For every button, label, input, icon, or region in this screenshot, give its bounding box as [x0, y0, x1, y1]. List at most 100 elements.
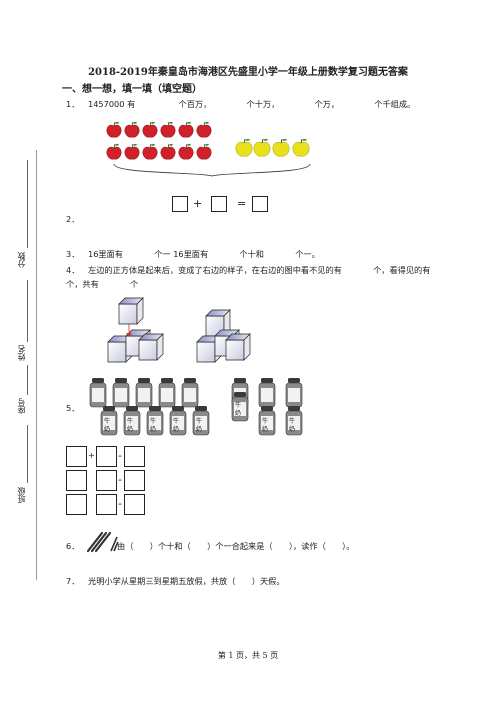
cube-icon: [225, 333, 251, 361]
left-cube-group: [107, 297, 164, 363]
q1-text-5: 个千组成。: [374, 99, 416, 109]
q5-box-3-3[interactable]: [124, 494, 145, 515]
question-4-line-2: 个，共有 个: [66, 278, 138, 290]
apple-icon: [142, 143, 158, 160]
q1-text-4: 个万，: [314, 99, 340, 109]
q5-number: 5．: [66, 403, 80, 413]
question-3: 3． 16里面有 个一 16里面有 个十和 个一。: [66, 248, 320, 260]
jar-label-top: 牛: [150, 417, 156, 425]
name-blank[interactable]: [27, 280, 28, 342]
apple-icon: [196, 143, 212, 160]
score-blank[interactable]: [27, 160, 28, 248]
q5-box-2-2[interactable]: [96, 470, 117, 491]
cube-icon: [118, 297, 144, 325]
q5-box-1-2[interactable]: [96, 446, 117, 467]
q2-plus: +: [193, 197, 203, 210]
red-apples-row-1: [106, 121, 212, 138]
q5-box-3-1[interactable]: [66, 494, 87, 515]
jar-label-top: 牛: [235, 401, 241, 409]
q5-box-3-2[interactable]: [96, 494, 117, 515]
q1-text-1: 有: [127, 99, 136, 109]
q3-number: 3．: [66, 249, 80, 259]
apple-icon: [160, 121, 176, 138]
apple-icon: [178, 121, 194, 138]
milk-jars-illustration: 牛 奶 牛 奶 牛 奶 牛 奶 牛 奶 牛 奶 牛 奶 牛 奶: [89, 377, 303, 436]
jar-label-top: 牛: [127, 417, 133, 425]
class-blank[interactable]: [27, 425, 28, 483]
jar-label-top: 牛: [173, 417, 179, 425]
name-label: 姓名: [17, 345, 26, 361]
red-apples-row-2: [106, 143, 212, 160]
section-heading: 一、想一想，填一填（填空题）: [62, 84, 202, 95]
apple-icon: [106, 143, 122, 160]
q1-number: 1．: [66, 99, 80, 109]
q7-text: 光明小学从星期三到星期五放假，共放（ ）天假。: [88, 576, 285, 586]
q3-text-4: 个一。: [295, 249, 320, 259]
q5-minus-row-2: -: [118, 473, 122, 486]
brace-icon: [113, 163, 311, 177]
yellow-apple-icon: [253, 138, 271, 157]
yellow-apple-icon: [235, 138, 253, 157]
q5-plus-row-1: +: [88, 450, 95, 460]
q5-box-1-3[interactable]: [124, 446, 145, 467]
yellow-apple-icon: [272, 138, 290, 157]
q4-text-2b: 个: [129, 279, 139, 289]
jar-label-top: 牛: [262, 417, 268, 425]
jar-label-bottom: 奶: [289, 425, 295, 433]
apple-icon: [178, 143, 194, 160]
jar-label-bottom: 奶: [104, 425, 110, 433]
q2-box-1[interactable]: [172, 196, 188, 212]
document-title: 2018-2019年秦皇岛市海港区先盛里小学一年级上册数学复习题无答案: [88, 67, 408, 78]
q5-box-2-1[interactable]: [66, 470, 87, 491]
q4-text-1: 左边的正方体是起来后，变成了右边的样子，在右边的图中看不见的有: [88, 265, 342, 275]
yellow-apple-icon: [292, 138, 310, 157]
apple-icon: [160, 143, 176, 160]
apple-icon: [142, 121, 158, 138]
seat-blank[interactable]: [27, 365, 28, 395]
q5-minus-row-3: -: [118, 497, 122, 510]
score-label: 分数: [17, 252, 26, 268]
q4-text-1b: 个，看得见的有: [373, 265, 431, 275]
cubes-illustration: [107, 297, 251, 363]
q1-text-3: 个十万，: [246, 99, 280, 109]
q3-text-1: 16里面有: [88, 249, 123, 259]
q2-box-3[interactable]: [252, 196, 268, 212]
jar-label-bottom: 奶: [127, 425, 133, 433]
page-footer: 第 1 页，共 5 页: [217, 651, 279, 660]
yellow-apples: [235, 138, 310, 157]
q5-minus-row-1: -: [118, 449, 122, 462]
class-label: 班级: [17, 487, 26, 503]
jar-label-top: 牛: [289, 417, 295, 425]
binding-line: [36, 150, 37, 580]
left-jar-group: 牛 奶 牛 奶 牛 奶 牛 奶 牛 奶: [89, 377, 210, 436]
question-7: 7． 光明小学从星期三到星期五放假，共放（ ）天假。: [66, 575, 285, 587]
apple-icon: [196, 121, 212, 138]
jar-label-bottom: 奶: [262, 425, 268, 433]
q3-text-3: 个十和: [239, 249, 264, 259]
q2-box-2[interactable]: [211, 196, 227, 212]
q4-text-2a: 个，共有: [66, 279, 99, 289]
jar-label-top: 牛: [196, 417, 202, 425]
right-jar-group: 牛 奶 牛 奶 牛 奶: [231, 377, 303, 436]
jar-label-bottom: 奶: [235, 409, 241, 417]
fruit-illustration: [106, 121, 311, 177]
q1-text-2: 个百万，: [178, 99, 212, 109]
q2-number: 2．: [66, 214, 80, 224]
question-1: 1． 1457000 有 个百万， 个十万， 个万， 个千组成。: [66, 98, 415, 110]
sticks-bundle-icon: [86, 531, 119, 553]
q6-number: 6．: [66, 541, 80, 551]
q3-text-2: 个一 16里面有: [154, 249, 209, 259]
seat-label: 座号: [17, 398, 26, 414]
jar-label-bottom: 奶: [196, 425, 202, 433]
apple-icon: [124, 121, 140, 138]
question-4-line-1: 4． 左边的正方体是起来后，变成了右边的样子，在右边的图中看不见的有 个，看得见…: [66, 264, 430, 276]
right-cube-group: [196, 309, 251, 363]
q7-number: 7．: [66, 576, 80, 586]
cube-icon: [138, 333, 164, 361]
q6-text: 由（ ）个十和（ ）个一合起来是（ ），读作（ ）。: [117, 541, 355, 551]
jar-label-bottom: 奶: [173, 425, 179, 433]
q2-equals: =: [237, 197, 247, 210]
jar-label-top: 牛: [104, 417, 110, 425]
q5-box-1-1[interactable]: [66, 446, 87, 467]
q5-box-2-3[interactable]: [124, 470, 145, 491]
